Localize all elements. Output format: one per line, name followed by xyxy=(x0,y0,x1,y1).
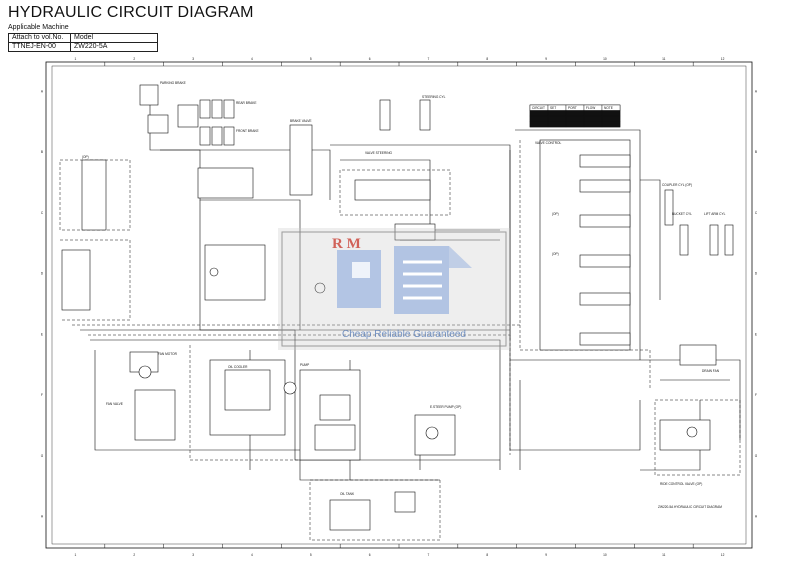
applicable-machine-label: Applicable Machine xyxy=(8,24,69,31)
spec-table-cell xyxy=(529,110,549,117)
label-steering-cyl: STEERING CYL xyxy=(422,95,446,99)
watermark-logo-p xyxy=(337,250,381,308)
frame-row-mark: D xyxy=(755,272,758,276)
label-brake-valve: BRAKE VALVE xyxy=(290,119,312,123)
spec-table-cell xyxy=(565,121,585,128)
frame-row-mark: E xyxy=(755,332,757,336)
spec-table-cell xyxy=(565,110,585,117)
label-bucket-cyl: BUCKET CYL xyxy=(672,212,692,216)
frame-col-mark: 3 xyxy=(192,57,194,61)
frame-col-mark: 5 xyxy=(310,553,312,557)
frame-col-mark: 12 xyxy=(721,553,725,557)
frame-col-mark: 7 xyxy=(428,57,430,61)
spec-table-header: SET xyxy=(550,106,556,110)
label-fan-motor: FAN MOTOR xyxy=(158,352,178,356)
frame-col-mark: 4 xyxy=(251,57,253,61)
spec-table-cell xyxy=(601,121,621,128)
spec-table-cell xyxy=(601,110,621,117)
label-op-1: (OP) xyxy=(552,212,559,216)
page-title: HYDRAULIC CIRCUIT DIAGRAM xyxy=(8,4,254,21)
frame-col-mark: 3 xyxy=(192,553,194,557)
spec-table-cell xyxy=(547,121,567,128)
frame-row-mark: C xyxy=(755,211,758,215)
label-rear-brake: REAR BRAKE xyxy=(236,101,257,105)
frame-col-mark: 10 xyxy=(603,553,607,557)
frame-col-mark: 5 xyxy=(310,57,312,61)
frame-col-mark: 9 xyxy=(545,553,547,557)
frame-row-mark: E xyxy=(41,332,43,336)
applicable-machine-table: Attach to vol.No. Model TTNEJ-EN-00 ZW22… xyxy=(8,33,158,52)
frame-row-mark: D xyxy=(41,272,44,276)
spec-table-cell xyxy=(583,110,603,117)
spec-table-cell xyxy=(583,115,603,122)
spec-table-cell xyxy=(547,110,567,117)
frame-col-mark: 8 xyxy=(486,553,488,557)
frame-col-mark: 11 xyxy=(662,57,666,61)
label-lift-arm-cyl: LIFT ARM CYL xyxy=(704,212,726,216)
label-op-3: (OP) xyxy=(82,155,89,159)
frame-col-mark: 2 xyxy=(133,57,135,61)
label-fan-valve: FAN VALVE xyxy=(106,402,123,406)
watermark-logo-doc xyxy=(394,246,449,314)
frame-row-mark: C xyxy=(41,211,44,215)
frame-row-mark: F xyxy=(755,393,757,397)
spec-table-cell xyxy=(601,115,621,122)
model-value: ZW220-5A xyxy=(70,42,158,52)
label-diagram-caption: ZW220-5A HYDRAULIC CIRCUIT DIAGRAM xyxy=(658,505,722,509)
pump-circles xyxy=(138,267,698,440)
spec-table-cell xyxy=(529,115,549,122)
label-op-2: (OP) xyxy=(552,252,559,256)
frame-row-mark: G xyxy=(41,454,44,458)
spec-table-header: NOTE xyxy=(604,106,613,110)
frame-col-mark: 8 xyxy=(486,57,488,61)
frame-row-mark: A xyxy=(41,89,44,93)
frame-col-mark: 6 xyxy=(369,553,371,557)
watermark-tagline: Cheap Reliable Guaranteed xyxy=(342,329,466,340)
label-front-brake: FRONT BRAKE xyxy=(236,129,259,133)
frame-row-mark: G xyxy=(755,454,758,458)
label-emergency-pump: E.STEER PUMP (OP) xyxy=(430,405,461,409)
spec-table-cell xyxy=(529,121,549,128)
watermark: R M Cheap Reliable Guaranteed xyxy=(278,228,510,350)
label-pump: PUMP xyxy=(300,363,309,367)
spec-table-header: FLOW xyxy=(586,106,595,110)
label-parking-brake: PARKING BRAKE xyxy=(160,81,186,85)
frame-col-mark: 1 xyxy=(75,553,77,557)
frame-col-mark: 4 xyxy=(251,553,253,557)
watermark-brand: R M xyxy=(332,236,361,252)
frame-col-mark: 10 xyxy=(603,57,607,61)
frame-col-mark: 12 xyxy=(721,57,725,61)
spec-table: CIRCUIT SET PORT FLOW NOTE xyxy=(529,104,621,128)
frame-col-mark: 6 xyxy=(369,57,371,61)
spec-table-cell xyxy=(547,115,567,122)
spec-table-header: PORT xyxy=(568,106,577,110)
frame-col-mark: 7 xyxy=(428,553,430,557)
frame-row-mark: B xyxy=(755,150,757,154)
frame-col-mark: 2 xyxy=(133,553,135,557)
label-valve-control: VALVE CONTROL xyxy=(535,141,561,145)
frame-row-mark: A xyxy=(755,89,758,93)
frame-row-mark: B xyxy=(41,150,43,154)
frame-row-mark: H xyxy=(755,515,758,519)
spec-table-cell xyxy=(565,115,585,122)
frame-row-mark: H xyxy=(41,515,44,519)
label-oil-cooler: OIL COOLER xyxy=(228,365,248,369)
label-drain-fan: DRAIN FAN xyxy=(702,369,720,373)
frame-col-mark: 1 xyxy=(75,57,77,61)
component-labels: PARKING BRAKE REAR BRAKE FRONT BRAKE BRA… xyxy=(82,81,726,509)
label-ride-control-valve: RIDE CONTROL VALVE (OP) xyxy=(660,482,702,486)
label-valve-steering: VALVE STEERING xyxy=(365,151,393,155)
label-oil-tank: OIL TANK xyxy=(340,492,355,496)
frame-row-mark: F xyxy=(41,393,43,397)
frame-col-mark: 9 xyxy=(545,57,547,61)
spec-table-cell xyxy=(583,121,603,128)
label-coupler-cyl: COUPLER CYL (OP) xyxy=(662,183,692,187)
spec-table-header: CIRCUIT xyxy=(532,106,545,110)
frame-col-mark: 11 xyxy=(662,553,666,557)
